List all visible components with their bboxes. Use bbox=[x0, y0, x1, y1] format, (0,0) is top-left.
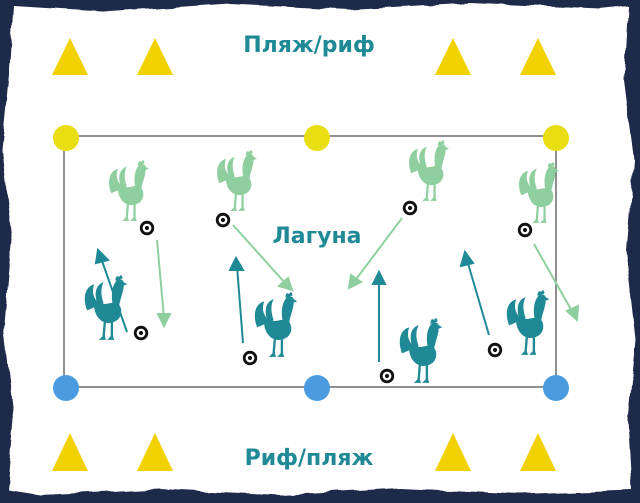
cone-icon bbox=[137, 433, 173, 471]
arrowhead-dark bbox=[228, 255, 245, 271]
cone-icon bbox=[435, 433, 471, 471]
arrow-light bbox=[533, 243, 574, 314]
ball-icon bbox=[215, 212, 231, 228]
arrow-dark bbox=[100, 257, 128, 333]
arrowhead-light bbox=[347, 273, 363, 290]
ball-icon bbox=[487, 342, 503, 358]
paper-background bbox=[2, 3, 636, 495]
bottom-label: Риф/пляж bbox=[244, 446, 374, 471]
center-label: Лагуна bbox=[272, 224, 362, 249]
blue-marker-icon bbox=[53, 375, 79, 401]
cone-icon bbox=[520, 433, 556, 471]
cone-icon bbox=[52, 433, 88, 471]
arrow-light bbox=[156, 239, 165, 319]
arrowhead-dark bbox=[371, 269, 387, 285]
yellow-marker-icon bbox=[53, 125, 79, 151]
blue-marker-icon bbox=[304, 375, 330, 401]
cone-icon bbox=[435, 38, 471, 75]
blue-marker-icon bbox=[543, 375, 569, 401]
ball-icon bbox=[402, 200, 418, 216]
arrowhead-light bbox=[565, 304, 580, 323]
ball-icon bbox=[139, 220, 155, 236]
arrow-dark bbox=[236, 265, 244, 344]
ball-icon bbox=[379, 368, 395, 384]
arrow-light bbox=[353, 217, 403, 283]
arrow-light bbox=[232, 224, 287, 285]
cone-icon bbox=[520, 38, 556, 75]
cone-icon bbox=[137, 38, 173, 75]
ball-icon bbox=[133, 325, 149, 341]
arrow-dark bbox=[466, 259, 490, 336]
pass-arrows-light bbox=[156, 217, 580, 329]
arrowhead-light bbox=[156, 313, 172, 329]
arrowhead-dark bbox=[94, 247, 110, 265]
ball-icon bbox=[517, 222, 533, 238]
top-label: Пляж/риф bbox=[243, 33, 375, 58]
run-arrows-dark bbox=[94, 247, 490, 362]
yellow-marker-icon bbox=[304, 125, 330, 151]
yellow-marker-icon bbox=[543, 125, 569, 151]
ball-icon bbox=[242, 350, 258, 366]
arrowhead-dark bbox=[459, 249, 475, 268]
cone-icon bbox=[52, 38, 88, 75]
arrowhead-light bbox=[277, 276, 294, 292]
